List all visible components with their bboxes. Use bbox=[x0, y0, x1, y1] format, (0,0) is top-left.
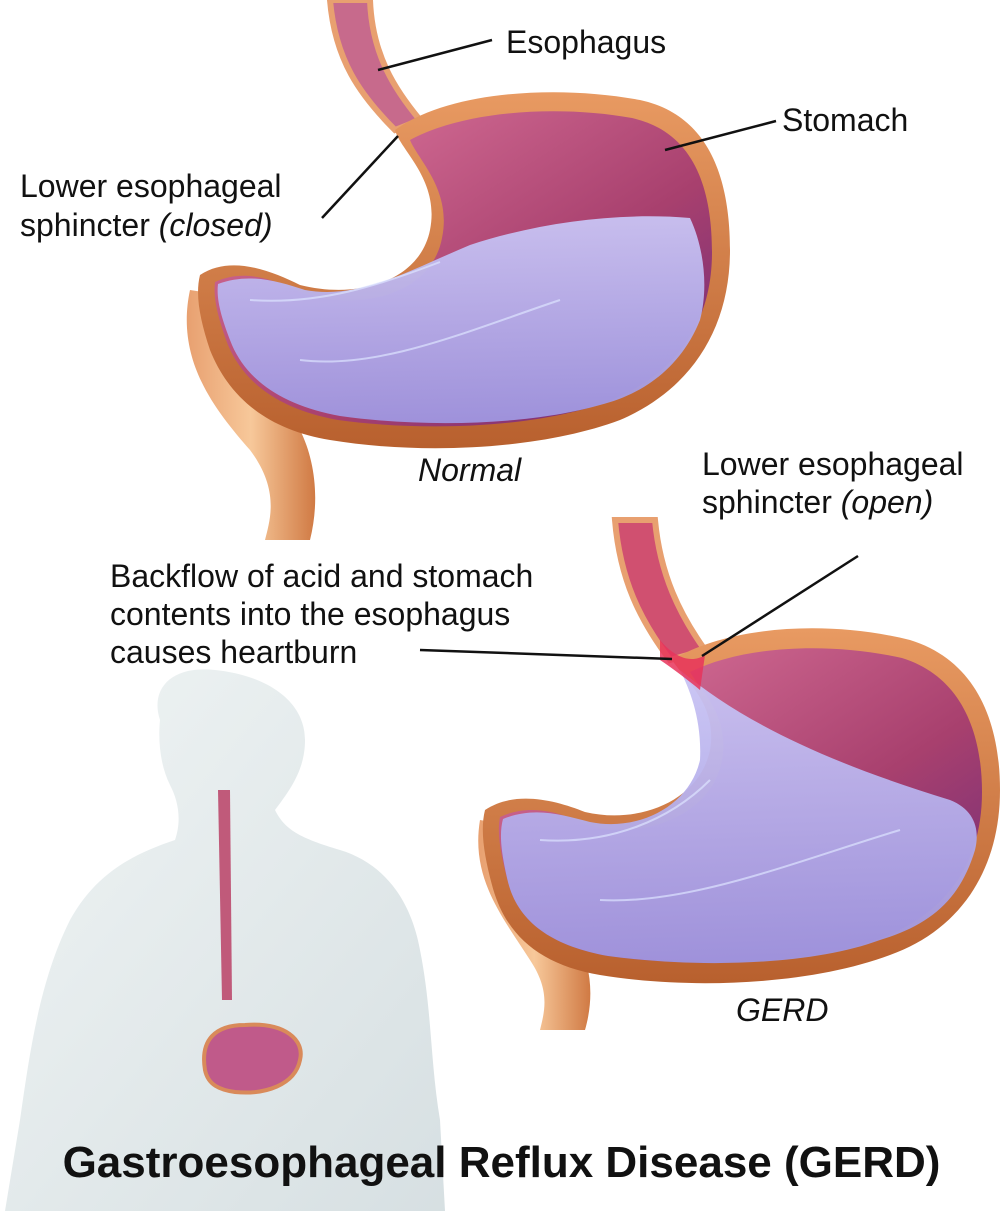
les-open-label-line1: Lower esophageal bbox=[702, 446, 964, 482]
torso-stomach bbox=[204, 1025, 301, 1093]
les-closed-leader bbox=[322, 136, 398, 218]
les-closed-state: (closed) bbox=[159, 207, 273, 243]
esophagus-leader bbox=[378, 40, 492, 70]
esophagus-label: Esophagus bbox=[506, 24, 666, 60]
les-open-label-line2: sphincter (open) bbox=[702, 484, 933, 520]
normal-caption: Normal bbox=[418, 452, 521, 488]
gerd-stomach bbox=[478, 520, 1000, 1030]
backflow-label-line1: Backflow of acid and stomach bbox=[110, 558, 533, 594]
stomach-label: Stomach bbox=[782, 102, 908, 138]
gerd-esophagus-tube bbox=[615, 520, 705, 660]
page-title: Gastroesophageal Reflux Disease (GERD) bbox=[0, 1135, 1003, 1191]
backflow-leader bbox=[420, 650, 672, 659]
les-closed-label-line1: Lower esophageal bbox=[20, 168, 282, 204]
les-closed-sphincter-text: sphincter bbox=[20, 207, 150, 243]
backflow-label-line2: contents into the esophagus bbox=[110, 596, 510, 632]
les-open-sphincter-text: sphincter bbox=[702, 484, 832, 520]
les-open-state: (open) bbox=[841, 484, 934, 520]
normal-esophagus-tube bbox=[330, 0, 420, 130]
gerd-caption: GERD bbox=[736, 992, 828, 1028]
backflow-label-line3: causes heartburn bbox=[110, 634, 357, 670]
les-closed-label-line2: sphincter (closed) bbox=[20, 207, 273, 243]
human-torso bbox=[5, 669, 445, 1211]
